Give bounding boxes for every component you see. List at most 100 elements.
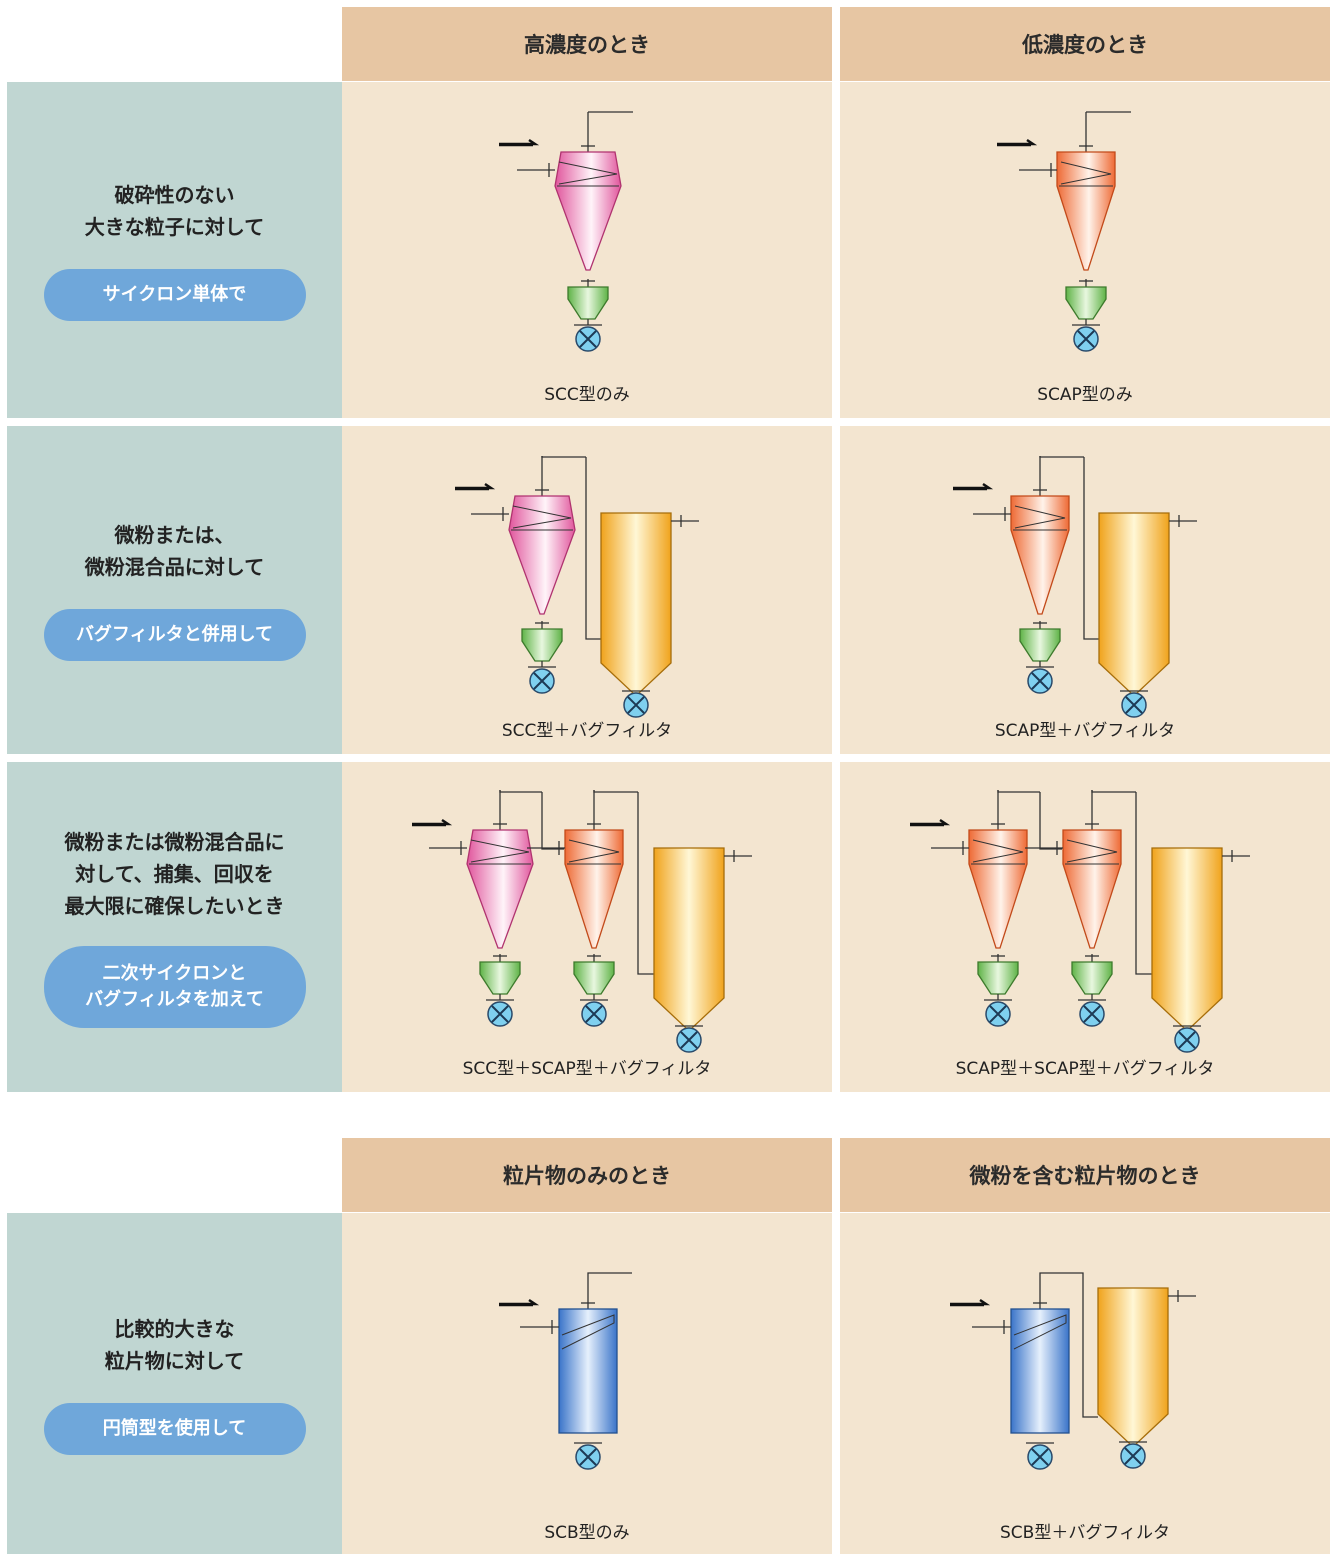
connecting-duct: [1091, 790, 1136, 793]
connecting-duct: [1039, 1272, 1098, 1418]
row-label-fine-powder: 微粉または、 微粉混合品に対して バグフィルタと併用して: [7, 426, 342, 754]
scb-bagfilter-diagram: [950, 1272, 1196, 1470]
collection-hopper: [1019, 628, 1061, 662]
inlet-arrow-icon: [499, 1298, 540, 1307]
connecting-duct: [593, 790, 638, 793]
inlet-arrow-icon: [455, 482, 496, 491]
cyclone-vane: [1060, 161, 1112, 185]
diagram-caption: SCAP型＋バグフィルタ: [994, 721, 1176, 741]
valve-cross: [533, 672, 551, 690]
valve-cross: [1031, 672, 1049, 690]
column-header-granules-with-fines: 微粉を含む粒片物のとき: [840, 1138, 1330, 1212]
diagram-cell-scb-bagfilter: SCB型＋バグフィルタ: [840, 1213, 1330, 1554]
scap-cyclone-body: [1062, 829, 1122, 949]
diagram-caption: SCAP型＋SCAP型＋バグフィルタ: [955, 1059, 1215, 1079]
valve-cross: [1178, 1031, 1196, 1049]
connecting-duct: [1039, 456, 1084, 458]
valve-cross: [579, 330, 597, 348]
connecting-duct: [1039, 792, 1062, 850]
diagram-caption: SCB型のみ: [544, 1523, 630, 1543]
scc-cyclone-body: [554, 151, 622, 271]
scc-cyclone-body: [466, 829, 534, 949]
cyclone-vane: [972, 839, 1024, 863]
cylinder-vane: [1013, 1314, 1067, 1350]
cyclone-vane: [1066, 839, 1118, 863]
diagram-caption: SCC型のみ: [544, 385, 630, 405]
row-label-max-recovery: 微粉または微粉混合品に 対して、捕集、回収を 最大限に確保したいとき 二次サイク…: [7, 762, 342, 1092]
diagram-cell-scap-scap-bagfilter: SCAP型＋SCAP型＋バグフィルタ: [840, 762, 1330, 1092]
scap-cyclone-body: [1010, 495, 1070, 615]
diagram-cell-scap-bagfilter: SCAP型＋バグフィルタ: [840, 426, 1330, 754]
inlet-arrow-icon: [412, 818, 453, 827]
scap-bagfilter-diagram: [953, 456, 1197, 718]
method-badge: サイクロン単体で: [43, 269, 306, 321]
row-label-large-particles: 破砕性のない 大きな粒子に対して サイクロン単体で: [7, 82, 342, 418]
valve-cross: [1083, 1005, 1101, 1023]
collection-hopper: [479, 961, 521, 995]
cyclone-vane: [568, 839, 620, 863]
collection-hopper: [1071, 961, 1113, 995]
cylinder-vane: [561, 1314, 615, 1350]
diagram-cell-scap: SCAP型のみ: [840, 82, 1330, 418]
collection-hopper: [567, 286, 609, 320]
connecting-duct: [499, 790, 542, 793]
diagram-caption: SCB型＋バグフィルタ: [1000, 1523, 1170, 1543]
inlet-arrow-icon: [910, 818, 951, 827]
cyclone-vane: [558, 161, 618, 185]
scb-diagram: [499, 1272, 632, 1470]
cyclone-vane: [470, 839, 530, 863]
diagram-cell-scc-scap-bagfilter: SCC型＋SCAP型＋バグフィルタ: [342, 762, 832, 1092]
bag-filter-body: [600, 512, 672, 694]
collection-hopper: [1065, 286, 1107, 320]
inlet-arrow-icon: [997, 138, 1038, 147]
valve-cross: [1077, 330, 1095, 348]
gas-outlet-duct: [587, 1272, 632, 1309]
diagram-caption: SCC型＋バグフィルタ: [501, 721, 673, 741]
method-badge: 二次サイクロンと バグフィルタを加えて: [43, 946, 306, 1028]
diagram-caption: SCAP型のみ: [1037, 385, 1133, 405]
scap-cyclone-body: [564, 829, 624, 949]
scap-cyclone-body: [968, 829, 1028, 949]
scb-cylinder-body: [558, 1308, 618, 1434]
bag-filter-body: [1097, 1287, 1169, 1445]
connecting-duct: [541, 456, 586, 458]
connecting-duct: [637, 792, 654, 975]
bag-filter-body: [653, 847, 725, 1029]
connecting-duct: [585, 457, 602, 640]
connecting-duct: [997, 790, 1040, 793]
column-header-granules-only: 粒片物のみのとき: [342, 1138, 832, 1212]
inlet-arrow-icon: [499, 138, 540, 147]
valve-cross: [1124, 1447, 1142, 1465]
valve-cross: [1125, 696, 1143, 714]
collection-hopper: [573, 961, 615, 995]
cyclone-vane: [512, 505, 572, 529]
column-header-low-concentration: 低濃度のとき: [840, 7, 1330, 81]
cyclone-vane: [1014, 505, 1066, 529]
scb-cylinder-body: [1010, 1308, 1070, 1434]
diagram-caption: SCC型＋SCAP型＋バグフィルタ: [462, 1059, 712, 1079]
method-badge: 円筒型を使用して: [43, 1402, 306, 1455]
valve-cross: [491, 1005, 509, 1023]
connecting-duct: [541, 792, 564, 850]
scap-cyclone-body: [1056, 151, 1116, 271]
row-description: 微粉または、 微粉混合品に対して: [84, 523, 265, 579]
row-description: 微粉または微粉混合品に 対して、捕集、回収を 最大限に確保したいとき: [64, 830, 285, 918]
connecting-duct: [1083, 457, 1100, 640]
valve-cross: [680, 1031, 698, 1049]
scc-diagram: [499, 111, 633, 352]
valve-cross: [627, 696, 645, 714]
scap-scap-bagfilter-diagram: [910, 790, 1250, 1053]
collection-hopper: [521, 628, 563, 662]
row-label-large-granules: 比較的大きな 粒片物に対して 円筒型を使用して: [7, 1213, 342, 1554]
scc-bagfilter-diagram: [455, 456, 699, 718]
scc-cyclone-body: [508, 495, 576, 615]
diagram-cell-scc: SCC型のみ: [342, 82, 832, 418]
valve-cross: [585, 1005, 603, 1023]
row-description: 比較的大きな 粒片物に対して: [104, 1316, 245, 1373]
bag-filter-body: [1098, 512, 1170, 694]
valve-cross: [1031, 1448, 1049, 1466]
inlet-arrow-icon: [953, 482, 994, 491]
valve-cross: [989, 1005, 1007, 1023]
scap-diagram: [997, 111, 1131, 352]
diagram-cell-scc-bagfilter: SCC型＋バグフィルタ: [342, 426, 832, 754]
